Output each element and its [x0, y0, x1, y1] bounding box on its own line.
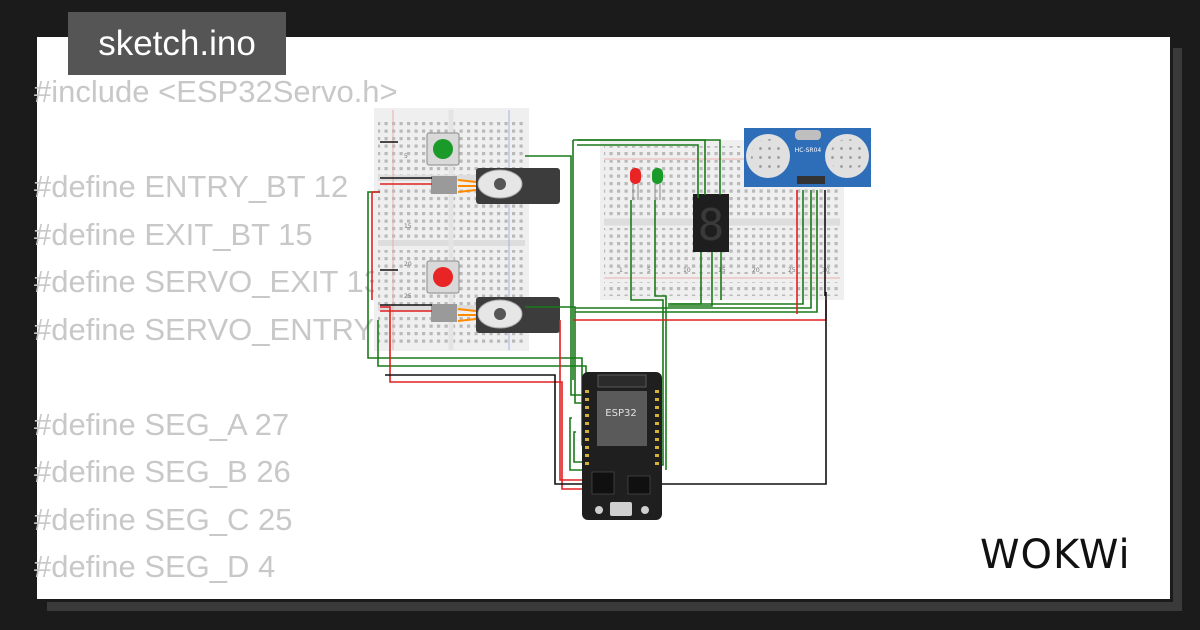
logo-text: WOKWi [980, 532, 1131, 578]
red-led [630, 168, 641, 200]
ultrasonic-sensor: HC-SR04 [744, 128, 871, 187]
row-number: 25 [404, 293, 412, 300]
exit-servo [431, 297, 560, 333]
column-number: 15 [718, 267, 726, 274]
wires [367, 139, 827, 490]
row-number: 20 [404, 261, 412, 268]
file-tab: sketch.ino [68, 12, 286, 75]
display-digit: 8 [698, 200, 725, 251]
code-line: #define EXIT_BT 15 [34, 216, 313, 252]
esp32-board: ESP32 [582, 372, 662, 520]
code-line: #define SERVO_EXIT 13 [34, 264, 381, 299]
code-line: #define SEG_A 27 [34, 406, 290, 442]
code-line: #define SEG_B 26 [34, 454, 291, 489]
row-number: 5 [404, 153, 408, 160]
column-number: 20 [752, 267, 760, 274]
code-line: #define SEG_C 25 [34, 501, 293, 537]
column-number: 1 [619, 267, 623, 274]
code-line: #define ENTRY_BT 12 [34, 169, 349, 204]
code-line: #define SEG_D 4 [34, 549, 276, 584]
mcu-label: ESP32 [605, 408, 636, 419]
entry-servo [431, 168, 560, 204]
column-number: 30 [822, 267, 830, 274]
column-number: 5 [647, 267, 651, 274]
sensor-label: HC-SR04 [795, 147, 822, 154]
column-number: 25 [788, 267, 796, 274]
entry-pushbutton [426, 132, 460, 166]
seven-segment-display: 8 [693, 194, 729, 252]
wokwi-logo: WOKWi [980, 532, 1131, 578]
row-number: 15 [404, 223, 412, 230]
column-number: 10 [683, 267, 691, 274]
green-led [652, 168, 663, 200]
code-preview: #include <ESP32Servo.h> #define ENTRY_BT … [34, 68, 417, 591]
code-line: #include <ESP32Servo.h> [34, 74, 398, 109]
exit-pushbutton [426, 260, 460, 294]
